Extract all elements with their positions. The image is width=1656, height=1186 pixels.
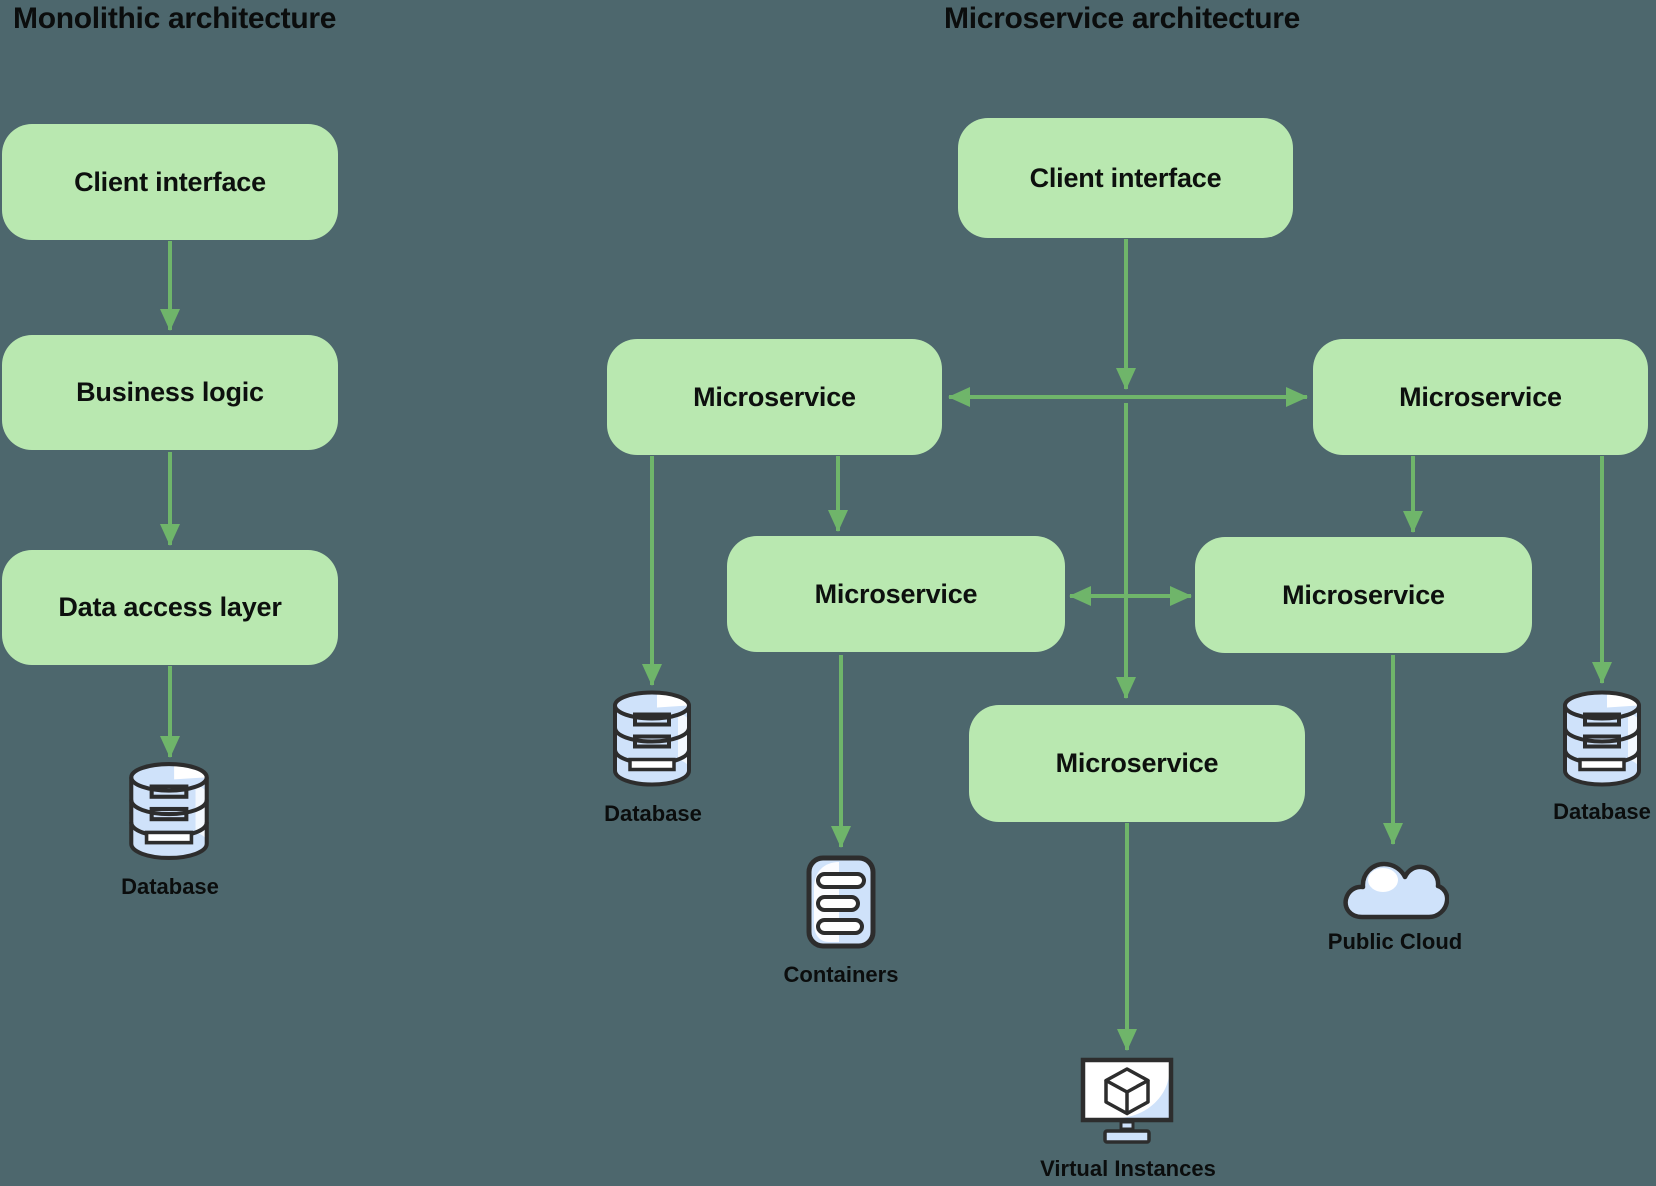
virtual-instances-label: Virtual Instances: [1040, 1156, 1216, 1181]
microservice-title: Microservice architecture: [944, 2, 1301, 35]
node-microservice-mid-right: Microservice: [1195, 537, 1532, 653]
database-label: Database: [121, 874, 219, 899]
public-cloud-label: Public Cloud: [1327, 929, 1463, 954]
node-business-logic: Business logic: [2, 335, 338, 450]
node-data-access-layer: Data access layer: [2, 550, 338, 665]
monolithic-title: Monolithic architecture: [13, 2, 337, 35]
database-label: Database: [1553, 799, 1651, 824]
node-client-interface-micro: Client interface: [958, 118, 1293, 238]
node-microservice-top-right: Microservice: [1313, 339, 1648, 455]
database-icon: [1563, 690, 1641, 787]
node-client-interface-mono: Client interface: [2, 124, 338, 240]
database-icon: [129, 762, 209, 860]
node-microservice-top-left: Microservice: [607, 339, 942, 455]
containers-icon: [806, 855, 876, 949]
node-microservice-bottom: Microservice: [969, 705, 1305, 822]
database-icon: [613, 690, 691, 787]
database-label: Database: [604, 801, 702, 826]
virtual-instances-icon: [1080, 1057, 1174, 1144]
cloud-icon: [1343, 861, 1449, 920]
containers-label: Containers: [783, 962, 899, 987]
node-microservice-mid-center: Microservice: [727, 536, 1065, 652]
